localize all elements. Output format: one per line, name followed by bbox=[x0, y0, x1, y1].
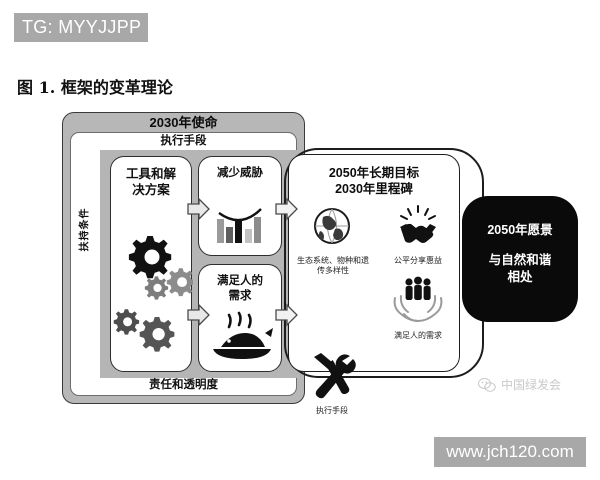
tools-hammer-wrench-icon bbox=[314, 353, 356, 399]
tg-badge: TG: MYYJJPP bbox=[14, 13, 148, 42]
mission-title: 2030年使命 bbox=[149, 115, 218, 130]
arrow-needs-to-goals bbox=[275, 303, 298, 327]
box-needs-title-line2: 需求 bbox=[228, 290, 252, 302]
panel-2050-vision: 2050年愿景 与自然和谐 相处 bbox=[462, 196, 578, 322]
goal-caption-means: 执行手段 bbox=[316, 406, 348, 415]
arrow-tools-to-threats bbox=[187, 197, 210, 221]
box-tools-and-solutions: 工具和解 决方案 bbox=[110, 156, 193, 372]
hands-people-icon bbox=[393, 276, 443, 322]
box-tools-title-line2: 决方案 bbox=[132, 183, 170, 197]
enabling-conditions-label: 扶持条件 bbox=[79, 207, 91, 252]
box-reduce-threats: 减少威胁 bbox=[198, 156, 282, 256]
wechat-watermark-text: 中国绿发会 bbox=[501, 378, 562, 392]
box-threats-title: 减少威胁 bbox=[217, 167, 263, 179]
goals-title-line2: 2030年里程碑 bbox=[335, 182, 413, 196]
handshake-icon bbox=[400, 205, 436, 243]
box-meet-peoples-needs: 满足人的 需求 bbox=[198, 264, 282, 372]
box-tools-title: 工具和解 决方案 bbox=[111, 166, 191, 198]
goals-grid: 生态系统、物种和遗 传多样性 公平分享惠益 bbox=[289, 203, 461, 416]
goal-item-benefit-sharing: 公平分享惠益 bbox=[375, 203, 461, 266]
goals-title: 2050年长期目标 2030年里程碑 bbox=[289, 165, 459, 197]
box-needs-title-line1: 满足人的 bbox=[217, 275, 263, 287]
figure-caption: 图 1. 框架的变革理论 bbox=[17, 78, 173, 97]
goal-caption-ecosystems: 生态系统、物种和遗 传多样性 bbox=[297, 256, 369, 275]
goal-item-means-of-implementation: 执行手段 bbox=[289, 351, 375, 416]
arrow-threats-to-goals bbox=[275, 197, 298, 221]
goal-caption-benefit-sharing: 公平分享惠益 bbox=[394, 256, 442, 265]
goal-item-human-needs: 满足人的需求 bbox=[375, 276, 461, 341]
box-tools-title-line1: 工具和解 bbox=[125, 167, 176, 181]
gears-icon bbox=[113, 236, 193, 352]
globe-icon bbox=[314, 208, 350, 244]
accountability-label: 责任和透明度 bbox=[149, 379, 218, 391]
arrow-tools-to-needs bbox=[187, 303, 210, 327]
wechat-watermark: 中国绿发会 bbox=[478, 376, 561, 393]
goals-title-line1: 2050年长期目标 bbox=[328, 166, 420, 180]
box-needs-title: 满足人的 需求 bbox=[199, 274, 281, 304]
url-watermark: www.jch120.com bbox=[434, 437, 586, 467]
bar-chart-icon bbox=[217, 208, 262, 243]
food-dish-icon bbox=[213, 311, 273, 359]
goal-item-ecosystems: 生态系统、物种和遗 传多样性 bbox=[289, 203, 375, 276]
panel-2050-goals-2030-milestones: 2050年长期目标 2030年里程碑 生态系统、物种和遗 传多样性 bbox=[288, 154, 460, 415]
wechat-icon bbox=[478, 377, 496, 392]
vision-title: 2050年愿景 bbox=[487, 223, 553, 237]
vision-subtitle: 与自然和谐 相处 bbox=[488, 253, 552, 284]
means-of-implementation-label: 执行手段 bbox=[160, 135, 207, 147]
goal-caption-human-needs: 满足人的需求 bbox=[394, 331, 442, 340]
